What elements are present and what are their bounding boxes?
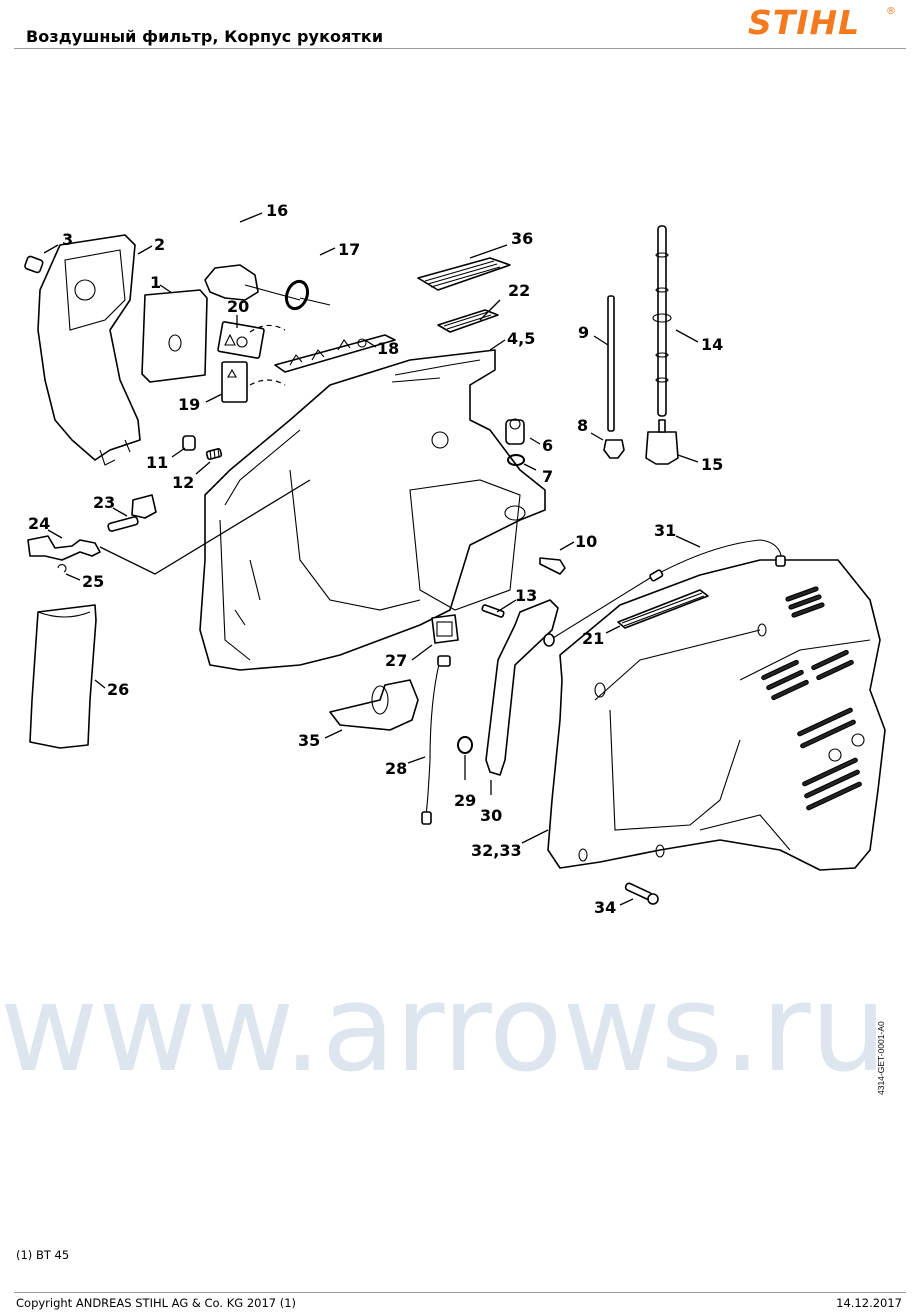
- callout-21: 21: [582, 629, 604, 648]
- callout-26: 26: [107, 680, 129, 699]
- callout-20: 20: [227, 297, 249, 316]
- part-28-wire[interactable]: [421, 655, 451, 825]
- callout-8: 8: [577, 416, 588, 435]
- callout-9: 9: [578, 323, 589, 342]
- part-30-lever[interactable]: [485, 599, 559, 776]
- part-8-grommet[interactable]: [603, 439, 625, 459]
- part-3-screw[interactable]: [24, 255, 44, 274]
- part-9-tube[interactable]: [607, 295, 615, 432]
- part-34-screw[interactable]: [624, 882, 659, 905]
- callout-14: 14: [701, 335, 723, 354]
- part-7-ring[interactable]: [507, 454, 525, 466]
- callout-28: 28: [385, 759, 407, 778]
- callout-2: 2: [154, 235, 165, 254]
- vent-slots: [761, 586, 862, 811]
- part-32-33-handle-housing[interactable]: [547, 559, 886, 871]
- callout-19: 19: [178, 395, 200, 414]
- part-22-grille[interactable]: [437, 309, 499, 333]
- copyright: Copyright ANDREAS STIHL AG & Co. KG 2017…: [16, 1296, 297, 1310]
- footer-divider: [14, 1292, 906, 1293]
- part-1-filter[interactable]: [141, 289, 208, 383]
- part-27-switch[interactable]: [431, 614, 459, 644]
- callout-11: 11: [146, 453, 168, 472]
- part-19-decal[interactable]: [221, 361, 248, 403]
- part-21-decal[interactable]: [617, 589, 709, 629]
- part-15-fuel-pickup[interactable]: [645, 419, 679, 465]
- callout-22: 22: [508, 281, 530, 300]
- part-18-decal-strip[interactable]: [274, 334, 396, 373]
- callout-24: 24: [28, 514, 50, 533]
- callout-23: 23: [93, 493, 115, 512]
- part-23-throttle-shaft[interactable]: [107, 494, 157, 532]
- callout-30: 30: [480, 806, 502, 825]
- part-17-o-ring[interactable]: [283, 278, 311, 311]
- callout-27: 27: [385, 651, 407, 670]
- part-2-filter-cover[interactable]: [37, 234, 141, 466]
- leader-lines: [43, 212, 701, 906]
- callout-4-5: 4,5: [507, 329, 535, 348]
- callout-10: 10: [575, 532, 597, 551]
- logo-wordmark: STIHL: [748, 3, 860, 39]
- callout-3: 3: [62, 230, 73, 249]
- part-20-decal[interactable]: [217, 321, 265, 359]
- footnote: (1) BT 45: [16, 1248, 70, 1262]
- header-divider: [14, 48, 906, 49]
- part-13-pin[interactable]: [481, 604, 505, 618]
- page-title: Воздушный фильтр, Корпус рукоятки: [26, 27, 384, 46]
- registered-mark: ®: [886, 6, 896, 17]
- callout-29: 29: [454, 791, 476, 810]
- callout-31: 31: [654, 521, 676, 540]
- callout-36: 36: [511, 229, 533, 248]
- drawing-code: 4314-GET-0001-A0: [876, 1021, 886, 1095]
- callout-34: 34: [594, 898, 616, 917]
- callout-12: 12: [172, 473, 194, 492]
- callout-7: 7: [542, 467, 553, 486]
- date: 14.12.2017: [836, 1296, 902, 1310]
- callout-13: 13: [515, 586, 537, 605]
- callout-17: 17: [338, 240, 360, 259]
- callout-35: 35: [298, 731, 320, 750]
- watermark: www.arrows.ru: [0, 960, 887, 1099]
- callout-25: 25: [82, 572, 104, 591]
- part-10-screw[interactable]: [539, 557, 566, 575]
- callout-16: 16: [266, 201, 288, 220]
- main-housing[interactable]: [199, 349, 546, 671]
- callout-32-33: 32,33: [471, 841, 522, 860]
- callout-6: 6: [542, 436, 553, 455]
- part-29-clip[interactable]: [457, 736, 473, 754]
- part-11-sleeve[interactable]: [182, 435, 196, 451]
- part-14-fuel-hose[interactable]: [652, 225, 672, 417]
- part-31-cable[interactable]: [543, 539, 786, 647]
- part-36-grille[interactable]: [417, 257, 511, 291]
- callout-15: 15: [701, 455, 723, 474]
- stihl-logo: STIHL ®: [748, 3, 896, 39]
- callout-18: 18: [377, 339, 399, 358]
- part-24-throttle-lever[interactable]: [27, 535, 101, 561]
- part-16-valve[interactable]: [204, 264, 301, 301]
- part-12-spring[interactable]: [205, 447, 223, 461]
- part-6-valve-insert[interactable]: [505, 418, 525, 445]
- part-26-grip-sleeve[interactable]: [29, 604, 97, 749]
- callout-labels: 3 2 1 16 17 20 18 19 36 22 4,5 9 14 6 8 …: [28, 201, 723, 917]
- callout-1: 1: [150, 273, 161, 292]
- part-25-clip[interactable]: [57, 564, 67, 573]
- part-35-cover-plate[interactable]: [329, 679, 419, 731]
